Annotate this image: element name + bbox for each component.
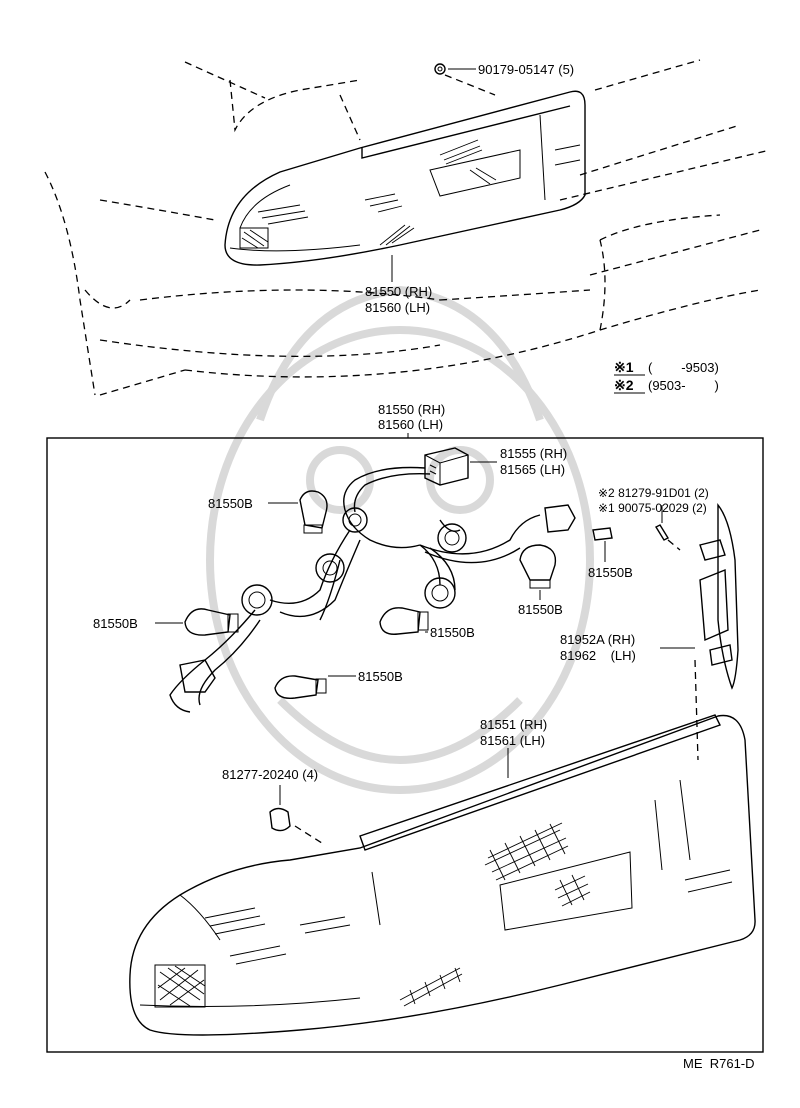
bulb-label-f: 81550B: [588, 565, 633, 580]
note2-range: (9503- ): [648, 378, 719, 393]
exploded-view-frame: [46, 437, 764, 1053]
screw: [655, 505, 681, 551]
diagram-reference-code: ME R761-D: [683, 1056, 755, 1071]
reflector: [694, 503, 739, 761]
socket-rh-label: 81555 (RH): [500, 446, 567, 461]
reflector-rh-label: 81952A (RH): [560, 632, 635, 647]
top-bolt: [434, 63, 496, 96]
box-lamp-rh-label: 81550 (RH): [378, 402, 445, 417]
car-body-overview: [44, 59, 771, 396]
top-lamp-lh-label: 81560 (LH): [365, 300, 430, 315]
bulb-label-a: 81550B: [208, 496, 253, 511]
top-tail-lamp-assembly: [224, 90, 586, 266]
screw-note2-label: ※2 81279-91D01 (2): [598, 486, 709, 500]
wiring-harness: [169, 466, 541, 713]
bulb-label-d: 81550B: [358, 669, 403, 684]
bulb-label-c: 81550B: [430, 625, 475, 640]
lamp-lens-assembly: [129, 714, 756, 1036]
nut-label: 81277-20240 (4): [222, 767, 318, 782]
nut: [269, 785, 326, 846]
socket-connector: [424, 447, 469, 486]
top-bolt-label: 90179-05147 (5): [478, 62, 574, 77]
screw-note1-label: ※1 90075-02029 (2): [598, 501, 707, 515]
socket-lh-label: 81565 (LH): [500, 462, 565, 477]
bulb-label-e: 81550B: [518, 602, 563, 617]
bulbs: [184, 490, 613, 699]
top-lamp-rh-label: 81550 (RH): [365, 284, 432, 299]
note1-mark: ※1: [614, 359, 634, 375]
bulb-sockets: [179, 504, 576, 693]
box-lamp-lh-label: 81560 (LH): [378, 417, 443, 432]
lens-rh-label: 81551 (RH): [480, 717, 547, 732]
lens-lh-label: 81561 (LH): [480, 733, 545, 748]
bulb-label-b: 81550B: [93, 616, 138, 631]
reflector-lh-label: 81962 (LH): [560, 648, 636, 663]
note2-mark: ※2: [614, 377, 634, 393]
note1-range: ( -9503): [648, 360, 719, 375]
watermark-emblem: [206, 285, 594, 794]
